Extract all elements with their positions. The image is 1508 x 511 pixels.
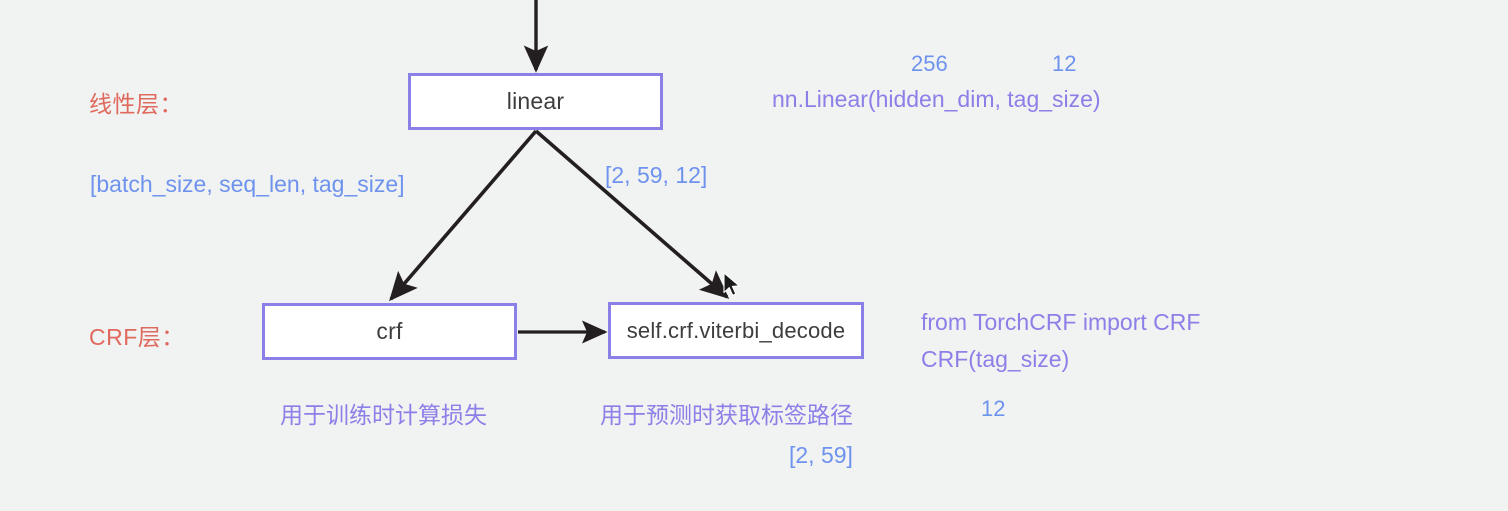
node-crf[interactable]: crf <box>262 303 517 360</box>
node-linear[interactable]: linear <box>408 73 663 130</box>
label-crf-layer: CRF层： <box>89 324 185 350</box>
annotation-linear-output-shape: [2, 59, 12] <box>605 162 708 188</box>
annotation-linear-code: nn.Linear(hidden_dim, tag_size) <box>772 86 1101 112</box>
edge-linear-to-viterbi <box>534 129 730 299</box>
mouse-pointer-icon <box>723 272 740 296</box>
annotation-crf-import-code: from TorchCRF import CRF CRF(tag_size) <box>921 304 1200 378</box>
caption-viterbi-predict-path: 用于预测时获取标签路径 <box>600 402 853 428</box>
annotation-linear-input-shape: [batch_size, seq_len, tag_size] <box>90 171 405 197</box>
edge-linear-to-crf <box>389 129 538 302</box>
node-viterbi-decode[interactable]: self.crf.viterbi_decode <box>608 302 864 359</box>
annotation-hidden-dim-value: 256 <box>911 51 948 76</box>
label-linear-layer: 线性层： <box>89 91 183 117</box>
annotation-crf-tag-size-value: 12 <box>981 396 1006 421</box>
annotation-viterbi-output-shape: [2, 59] <box>789 442 853 468</box>
annotation-crf-constructor-line: CRF(tag_size) <box>921 346 1070 372</box>
annotation-tag-size-value: 12 <box>1052 51 1077 76</box>
caption-crf-training-loss: 用于训练时计算损失 <box>280 402 487 428</box>
annotation-crf-import-line1: from TorchCRF import CRF <box>921 309 1201 335</box>
